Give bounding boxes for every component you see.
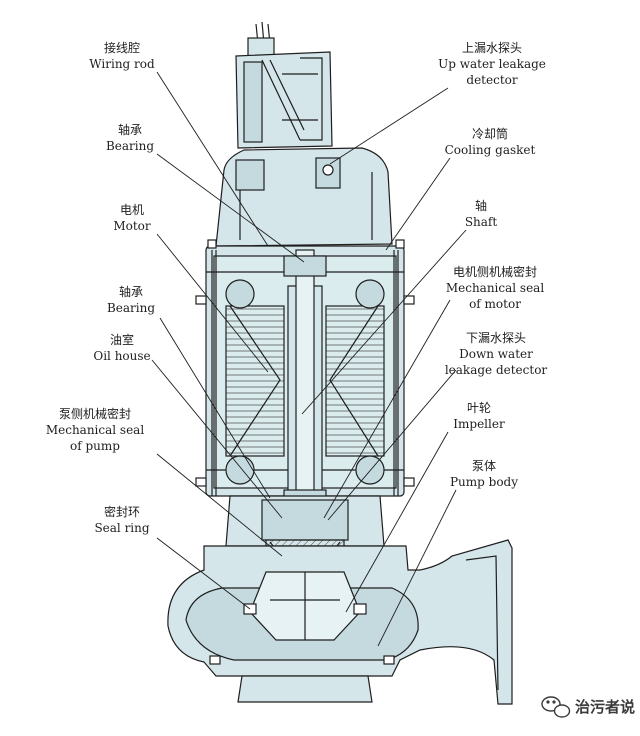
leader-motor: [156, 233, 269, 373]
label-cooling-gasket-zh: 冷却筒: [472, 126, 508, 141]
leader-bearing-upper: [156, 153, 305, 263]
label-up-water-zh: 上漏水探头: [462, 41, 522, 55]
label-wiring-rod-en: Wiring rod: [89, 57, 155, 71]
label-pump-body-zh: 泵体: [472, 459, 496, 473]
leader-lines: [151, 71, 467, 647]
label-impeller-zh: 叶轮: [467, 401, 491, 415]
label-mech-seal-motor-en2: of motor: [469, 297, 521, 311]
label-bearing-upper-en: Bearing: [106, 139, 154, 153]
label-mech-seal-pump-zh: 泵侧机械密封: [59, 406, 131, 421]
label-oil-house-en: Oil house: [93, 349, 150, 363]
leader-pump-body: [377, 489, 457, 647]
label-down-water-en2: leakage detector: [445, 363, 548, 377]
watermark-text: 治污者说: [575, 698, 635, 716]
label-seal-ring-en: Seal ring: [94, 521, 149, 535]
label-impeller-en: Impeller: [453, 417, 505, 431]
leader-shaft: [301, 229, 467, 415]
watermark: 治污者说: [541, 696, 635, 718]
label-mech-seal-motor-en1: Mechanical seal: [446, 281, 545, 295]
label-up-water-en1: Up water leakage: [438, 57, 546, 71]
leader-impeller: [345, 431, 449, 613]
leader-up-water: [329, 87, 449, 165]
label-up-water-en2: detector: [466, 73, 517, 87]
label-oil-house-zh: 油室: [110, 332, 134, 347]
label-shaft-zh: 轴: [475, 198, 487, 213]
leader-mech-seal-motor: [323, 299, 451, 519]
label-bearing-lower-en: Bearing: [107, 301, 155, 315]
leader-oil-house: [151, 359, 283, 519]
label-mech-seal-motor-zh: 电机侧机械密封: [453, 264, 537, 279]
left-labels: 接线腔 Wiring rod 轴承 Bearing 电机 Motor 轴承 Be…: [46, 40, 156, 535]
leader-seal-ring: [156, 537, 251, 610]
label-seal-ring-zh: 密封环: [104, 504, 140, 519]
label-bearing-upper-zh: 轴承: [118, 122, 142, 137]
label-motor-zh: 电机: [120, 203, 144, 217]
leader-down-water: [327, 369, 457, 521]
label-motor-en: Motor: [113, 219, 151, 233]
label-mech-seal-pump-en1: Mechanical seal: [46, 423, 145, 437]
pump-drawing: [167, 21, 513, 705]
leader-bearing-lower: [159, 317, 271, 499]
leader-wiring-rod: [156, 71, 269, 247]
label-wiring-rod-zh: 接线腔: [104, 40, 140, 55]
right-labels: 上漏水探头 Up water leakage detector 冷却筒 Cool…: [438, 41, 547, 489]
label-bearing-lower-zh: 轴承: [119, 284, 143, 299]
label-pump-body-en: Pump body: [450, 475, 518, 489]
wechat-icon: [541, 696, 571, 718]
label-down-water-en1: Down water: [459, 347, 533, 361]
wiring-chamber: [235, 51, 333, 149]
label-mech-seal-pump-en2: of pump: [70, 439, 120, 453]
label-cooling-gasket-en: Cooling gasket: [445, 143, 536, 157]
pump-casing: [167, 539, 513, 705]
label-down-water-zh: 下漏水探头: [466, 331, 526, 345]
upper-cover: [215, 147, 393, 247]
leader-mech-seal-pump: [156, 453, 283, 557]
cooling-jacket: [211, 250, 399, 496]
label-shaft-en: Shaft: [465, 215, 498, 229]
leader-cooling-gasket: [385, 157, 451, 251]
